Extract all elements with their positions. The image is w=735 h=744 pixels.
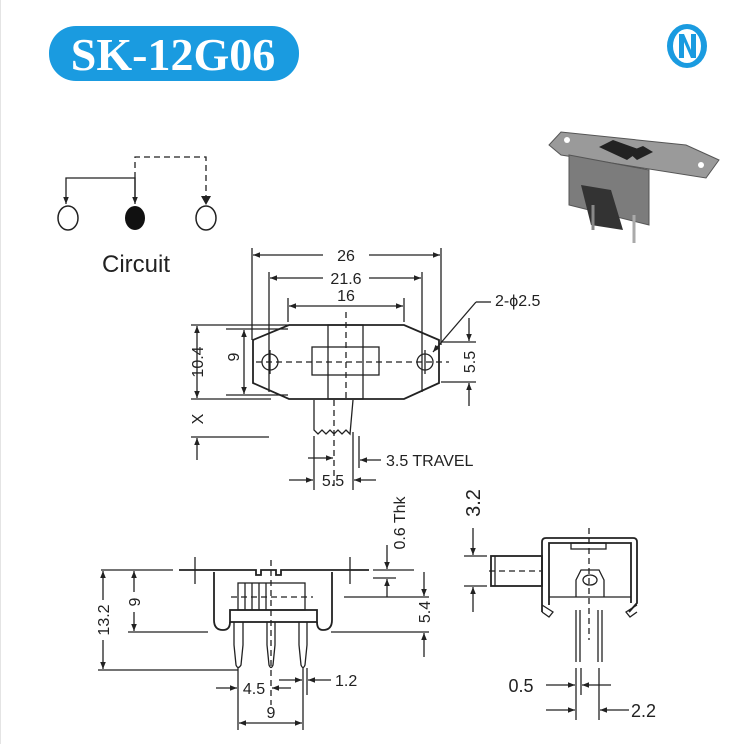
title-badge: SK-12G06 [49, 26, 299, 81]
dim-pin-thickness: 0.5 [508, 676, 533, 696]
side-view: 3.2 0.5 2.2 [463, 489, 656, 721]
brand-logo [667, 24, 707, 68]
dim-actuator: 3.2 [463, 489, 485, 517]
product-photo [548, 131, 720, 243]
dim-hole-diameter: 2-ϕ2.5 [495, 293, 541, 310]
product-title: SK-12G06 [71, 29, 275, 80]
dim-right-height: 5.5 [462, 351, 479, 373]
dim-total-height: 10.4 [190, 346, 207, 377]
top-view: 26 21.6 16 10.4 9 X 5.5 2-ϕ [190, 248, 541, 490]
terminal-open-icon [57, 205, 79, 231]
dim-pin-width: 1.2 [335, 673, 357, 690]
dim-thickness: 0.6 Thk [392, 495, 409, 549]
circuit-label: Circuit [102, 251, 170, 278]
dim-hole-spacing: 21.6 [330, 271, 361, 288]
dim-travel: 3.5 TRAVEL [386, 453, 474, 470]
dim-pin-pitch: 4.5 [243, 681, 265, 698]
terminal-common-icon [125, 206, 145, 230]
dim-body-height: 9 [226, 352, 243, 361]
terminal-open-icon [195, 205, 217, 231]
dim-x: X [190, 413, 207, 424]
dim-pin-span: 9 [267, 705, 276, 722]
dim-overall-width: 26 [337, 248, 355, 265]
dim-body-height: 9 [127, 597, 144, 606]
dim-knob-width: 5.5 [322, 473, 344, 490]
dim-body-width: 16 [337, 288, 355, 305]
dim-pin-gap: 2.2 [631, 701, 656, 721]
dim-total-height: 13.2 [96, 604, 113, 635]
circuit-diagram: Circuit [57, 156, 217, 278]
front-view: 13.2 9 0.6 Thk 5.4 4.5 1.2 9 [95, 495, 434, 730]
dim-pin-length: 5.4 [417, 601, 434, 623]
